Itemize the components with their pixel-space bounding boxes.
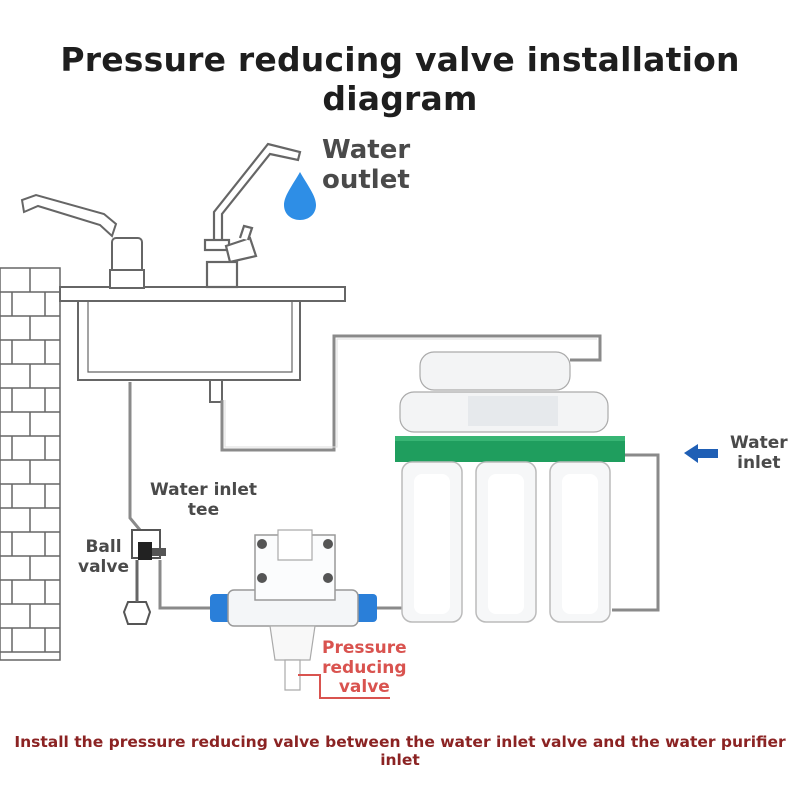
prv-pointer-line [298, 674, 390, 699]
water-inlet-tee-label: Water inlet tee [150, 480, 257, 520]
water-outlet-label: Water outlet [322, 135, 411, 196]
tubing [128, 334, 660, 612]
water-outlet-label-line2: outlet [322, 164, 410, 195]
inlet-arrow-icon [684, 444, 718, 463]
prv-label-line2: reducing [322, 657, 407, 678]
water-inlet-tee-label-line2: tee [187, 499, 220, 520]
water-inlet-label: Water inlet [730, 433, 788, 473]
brick-wall [0, 267, 61, 661]
sink [59, 286, 346, 403]
ball-valve-label: Ball valve [78, 537, 129, 577]
prv-label-line3: valve [338, 677, 390, 698]
purifier-faucet [203, 142, 302, 289]
water-inlet-label-line2: inlet [737, 452, 781, 473]
water-purifier [395, 351, 625, 623]
pressure-reducing-valve-label: Pressure reducing valve [322, 638, 407, 698]
water-inlet-tee-label-line1: Water inlet [150, 480, 257, 500]
ball-valve-label-line1: Ball [85, 537, 122, 557]
prv-label-line1: Pressure [322, 638, 407, 658]
water-inlet-label-line1: Water [730, 433, 788, 453]
ball-valve [122, 529, 166, 625]
kitchen-faucet [20, 193, 145, 289]
water-outlet-label-line1: Water [322, 135, 411, 165]
ball-valve-label-line2: valve [78, 556, 129, 577]
diagram-title: Pressure reducing valve installation dia… [60, 40, 740, 118]
pressure-reducing-valve [210, 529, 377, 691]
installation-caption: Install the pressure reducing valve betw… [14, 733, 786, 769]
water-drop-icon [284, 172, 316, 220]
